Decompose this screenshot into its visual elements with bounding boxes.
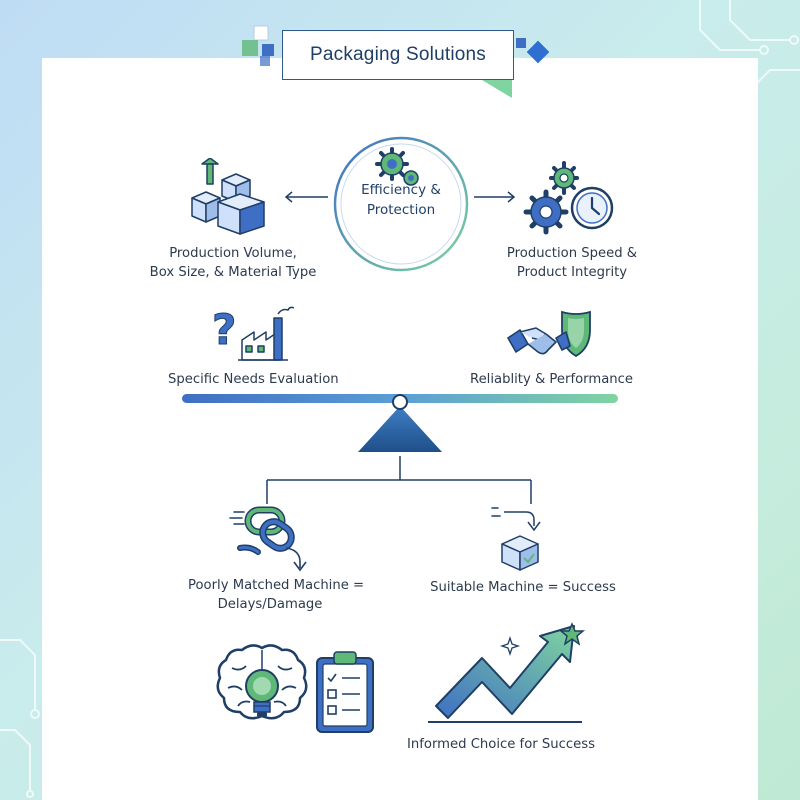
box-checkmark-icon bbox=[491, 507, 541, 571]
right-factor-label: Production Speed & Product Integrity bbox=[492, 244, 652, 282]
svg-text:?: ? bbox=[212, 305, 236, 354]
brain-lightbulb-icon bbox=[216, 644, 308, 720]
balance-left-label: Specific Needs Evaluation bbox=[168, 372, 339, 387]
page-title: Packaging Solutions bbox=[282, 30, 514, 80]
right-factor-line1: Production Speed & bbox=[506, 246, 638, 261]
handshake-shield-icon bbox=[507, 310, 591, 358]
outcome-connector bbox=[266, 456, 532, 504]
right-arrow-icon bbox=[474, 191, 516, 203]
checklist-clipboard-icon bbox=[316, 651, 374, 733]
center-label-line1: Efficiency & bbox=[361, 182, 441, 198]
bad-outcome-line1: Poorly Matched Machine = bbox=[188, 578, 365, 593]
conclusion-label: Informed Choice for Success bbox=[407, 737, 595, 752]
question-factory-icon: ? bbox=[212, 305, 294, 361]
left-factor-line2: Box Size, & Material Type bbox=[149, 265, 317, 280]
gears-clock-icon bbox=[523, 161, 614, 235]
balance-right-label: Reliablity & Performance bbox=[470, 372, 634, 387]
right-factor-line2: Product Integrity bbox=[516, 265, 628, 280]
broken-chain-icon bbox=[229, 506, 307, 572]
boxes-up-arrow-icon bbox=[191, 158, 265, 235]
left-factor-label: Production Volume, Box Size, & Material … bbox=[148, 244, 318, 282]
circuit-decoration-bottom-left bbox=[0, 639, 40, 798]
good-outcome-label: Suitable Machine = Success bbox=[430, 580, 616, 595]
left-factor-line1: Production Volume, bbox=[169, 246, 297, 261]
gears-icon bbox=[375, 147, 419, 186]
title-decoration bbox=[242, 25, 550, 98]
left-arrow-icon bbox=[284, 191, 328, 203]
center-circle bbox=[333, 136, 469, 272]
bad-outcome-label: Poorly Matched Machine = Delays/Damage bbox=[188, 576, 365, 614]
growth-arrow-icon bbox=[428, 622, 586, 723]
balance-scale-icon bbox=[182, 394, 618, 452]
center-label: Efficiency & Protection bbox=[340, 180, 462, 220]
bad-outcome-line2: Delays/Damage bbox=[217, 597, 323, 612]
center-label-line2: Protection bbox=[366, 202, 436, 218]
